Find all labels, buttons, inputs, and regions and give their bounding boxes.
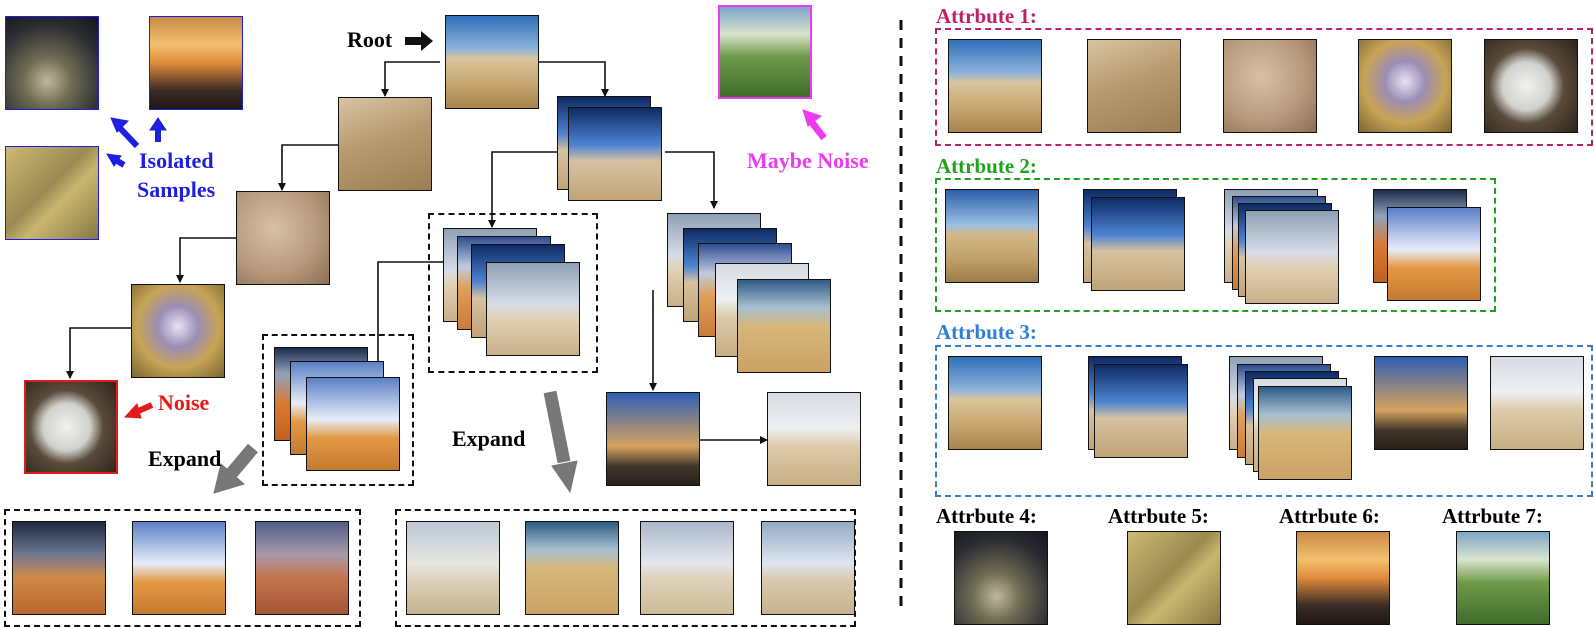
attr3-img-3 <box>1258 386 1352 480</box>
expand-right-img-2 <box>525 521 619 615</box>
tree-node-r1 <box>568 107 662 201</box>
edge-l2-l3 <box>176 237 236 283</box>
attr2-img-2 <box>1091 197 1185 291</box>
root-label: Root <box>347 27 393 52</box>
attr1-img-2 <box>1087 39 1181 133</box>
isolated-sample-sunset <box>149 16 243 110</box>
attr6-img <box>1296 531 1390 625</box>
expand-right-img-3 <box>640 521 734 615</box>
expand-label-right: Expand <box>452 426 526 451</box>
isolated-sample-night <box>5 16 99 110</box>
tree-node-l2 <box>236 191 330 285</box>
expand-left-img-3 <box>255 521 349 615</box>
edge-root-left <box>381 61 440 97</box>
edge-r1-right <box>665 151 718 209</box>
cluster-box-middle <box>428 213 598 373</box>
edge-root-right <box>530 61 609 97</box>
edge-mid-sunset <box>374 261 445 374</box>
attribute-7-label: Attrbute 7: <box>1442 504 1543 528</box>
attr1-img-5 <box>1484 39 1578 133</box>
attribute-3-label: Attrbute 3: <box>936 320 1037 344</box>
attribute-2-box <box>935 178 1496 312</box>
attribute-5-label: Attrbute 5: <box>1108 504 1209 528</box>
expand-right-img-1 <box>406 521 500 615</box>
cluster-middle-img-4 <box>486 262 580 356</box>
tree-node-l1 <box>338 97 432 191</box>
attribute-4-label: Attrbute 4: <box>936 504 1037 528</box>
maybe-noise-image <box>718 5 812 99</box>
attr1-img-1 <box>948 39 1042 133</box>
attribute-2-label: Attrbute 2: <box>936 154 1037 178</box>
isolated-label-line2: Samples <box>137 177 216 202</box>
expand-left-img-1 <box>12 521 106 615</box>
noise-image <box>24 380 118 474</box>
isolated-label-line1: Isolated <box>139 148 214 173</box>
tree-node-shadow <box>606 392 700 486</box>
attribute-1-box <box>935 28 1593 146</box>
attr3-img-5 <box>1490 356 1584 450</box>
edge-l3-noise <box>66 327 131 379</box>
attribute-3-box <box>935 345 1593 497</box>
attr1-img-4 <box>1358 39 1452 133</box>
attr1-img-3 <box>1223 39 1317 133</box>
attr3-img-4 <box>1374 356 1468 450</box>
cluster-box-sunset <box>262 334 414 486</box>
isolated-sample-tanks <box>5 146 99 240</box>
attr4-img <box>954 531 1048 625</box>
edge-r1-mid <box>488 151 560 228</box>
tree-node-l3 <box>131 284 225 378</box>
root-arrow <box>405 31 433 51</box>
expand-label-left: Expand <box>148 446 222 471</box>
maybe-noise-label: Maybe Noise <box>747 148 869 173</box>
tree-node-person <box>767 392 861 486</box>
attr3-img-2 <box>1094 364 1188 458</box>
noise-label: Noise <box>158 390 210 415</box>
attr2-img-4 <box>1387 207 1481 301</box>
attr3-img-1 <box>948 356 1042 450</box>
attr2-img-3 <box>1245 210 1339 304</box>
attr2-img-1 <box>945 189 1039 283</box>
cluster-sunset-img-3 <box>306 377 400 471</box>
expand-right-img-4 <box>761 521 855 615</box>
attribute-6-label: Attrbute 6: <box>1279 504 1380 528</box>
root-image <box>445 15 539 109</box>
attr5-img <box>1127 531 1221 625</box>
expand-left-img-2 <box>132 521 226 615</box>
cluster-right-img-5 <box>737 279 831 373</box>
expand-box-left <box>4 509 361 627</box>
attr7-img <box>1456 531 1550 625</box>
expand-box-right <box>395 509 856 627</box>
attribute-1-label: Attrbute 1: <box>936 4 1037 28</box>
edge-l1-l2 <box>278 144 338 191</box>
